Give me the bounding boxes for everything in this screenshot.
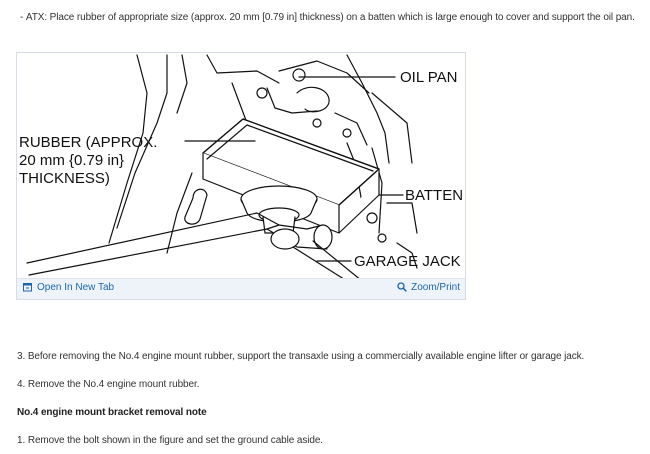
step-1-text: 1. Remove the bolt shown in the figure a… [17, 435, 323, 446]
label-rubber-line1: RUBBER (APPROX. [19, 134, 157, 151]
jack-support-illustration: OIL PAN RUBBER (APPROX. 20 mm {0.79 in} … [19, 54, 463, 281]
atx-note-text: ATX: Place rubber of appropriate size (a… [25, 12, 635, 23]
figure-action-bar: Open In New Tab Zoom/Print [17, 278, 465, 299]
label-oil-pan: OIL PAN [400, 69, 458, 86]
section-heading: No.4 engine mount bracket removal note [17, 407, 207, 418]
open-in-new-tab-link[interactable]: Open In New Tab [23, 282, 114, 293]
external-window-icon [23, 283, 33, 293]
bullet-dash: - [20, 12, 26, 23]
label-rubber-line3: THICKNESS) [19, 170, 110, 187]
label-rubber-line2: 20 mm {0.79 in} [19, 152, 124, 169]
step-4-text: 4. Remove the No.4 engine mount rubber. [17, 379, 200, 390]
figure-container: OIL PAN RUBBER (APPROX. 20 mm {0.79 in} … [16, 52, 466, 300]
atx-note: - ATX: Place rubber of appropriate size … [20, 12, 635, 23]
open-in-new-tab-label: Open In New Tab [37, 282, 115, 293]
label-garage-jack: GARAGE JACK [354, 253, 461, 270]
zoom-print-link[interactable]: Zoom/Print [397, 282, 460, 293]
step-3-text: 3. Before removing the No.4 engine mount… [17, 351, 585, 362]
magnifier-icon [397, 282, 407, 293]
zoom-print-label: Zoom/Print [411, 282, 460, 293]
label-batten: BATTEN [405, 187, 463, 204]
